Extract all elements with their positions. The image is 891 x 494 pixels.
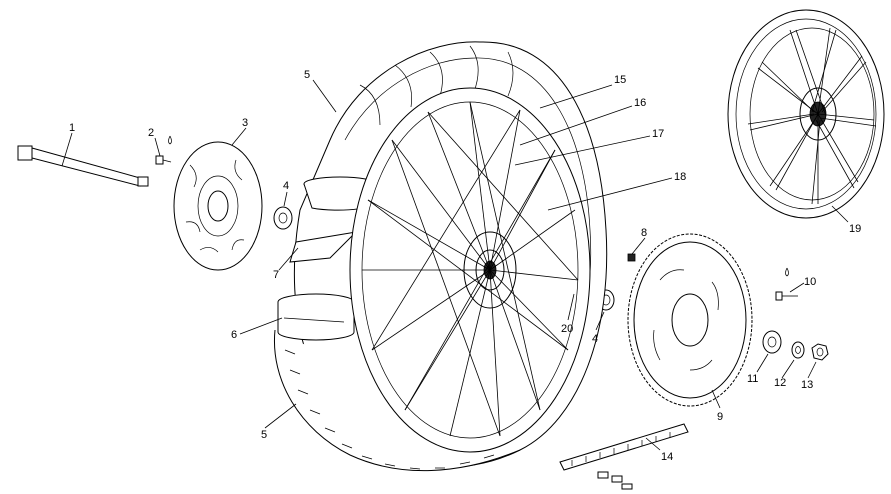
part-rim-tape bbox=[277, 293, 355, 341]
callout-19: 19 bbox=[849, 223, 861, 235]
callout-1: 1 bbox=[69, 122, 75, 134]
callout-20: 20 bbox=[561, 323, 573, 335]
callout-7: 7 bbox=[273, 269, 279, 281]
part-inner-strip bbox=[289, 176, 377, 263]
callout-5-top: 5 bbox=[304, 69, 310, 81]
callout-15: 15 bbox=[614, 74, 626, 86]
part-chain bbox=[559, 423, 689, 490]
callout-14: 14 bbox=[661, 451, 673, 463]
part-bushing bbox=[762, 330, 782, 354]
part-axle bbox=[17, 145, 149, 187]
part-bolt bbox=[775, 267, 798, 301]
callout-16: 16 bbox=[634, 97, 646, 109]
part-sprocket bbox=[627, 233, 753, 407]
part-washer bbox=[791, 341, 805, 359]
callout-labels: 1 2 3 4 4 5 5 6 7 8 9 10 11 12 13 14 15 … bbox=[69, 69, 861, 463]
callout-18: 18 bbox=[674, 171, 686, 183]
callout-5-bottom: 5 bbox=[261, 429, 267, 441]
part-screw bbox=[155, 135, 172, 165]
callout-4-right: 4 bbox=[592, 333, 598, 345]
part-nut-small bbox=[627, 253, 636, 262]
callout-17: 17 bbox=[652, 128, 664, 140]
callout-2: 2 bbox=[148, 127, 154, 139]
callout-8: 8 bbox=[641, 227, 647, 239]
callout-6: 6 bbox=[231, 329, 237, 341]
callout-9: 9 bbox=[717, 411, 723, 423]
part-nut bbox=[811, 343, 829, 361]
callout-10: 10 bbox=[804, 276, 816, 288]
leader-lines bbox=[61, 79, 849, 451]
part-cast-wheel bbox=[727, 9, 885, 219]
callout-3: 3 bbox=[242, 117, 248, 129]
callout-4-left: 4 bbox=[283, 180, 289, 192]
callout-13: 13 bbox=[801, 379, 813, 391]
part-brake-disc bbox=[173, 141, 263, 271]
callout-12: 12 bbox=[774, 377, 786, 389]
callout-11: 11 bbox=[747, 373, 758, 385]
part-bearing-left bbox=[273, 206, 293, 230]
part-spoked-wheel bbox=[349, 87, 591, 453]
